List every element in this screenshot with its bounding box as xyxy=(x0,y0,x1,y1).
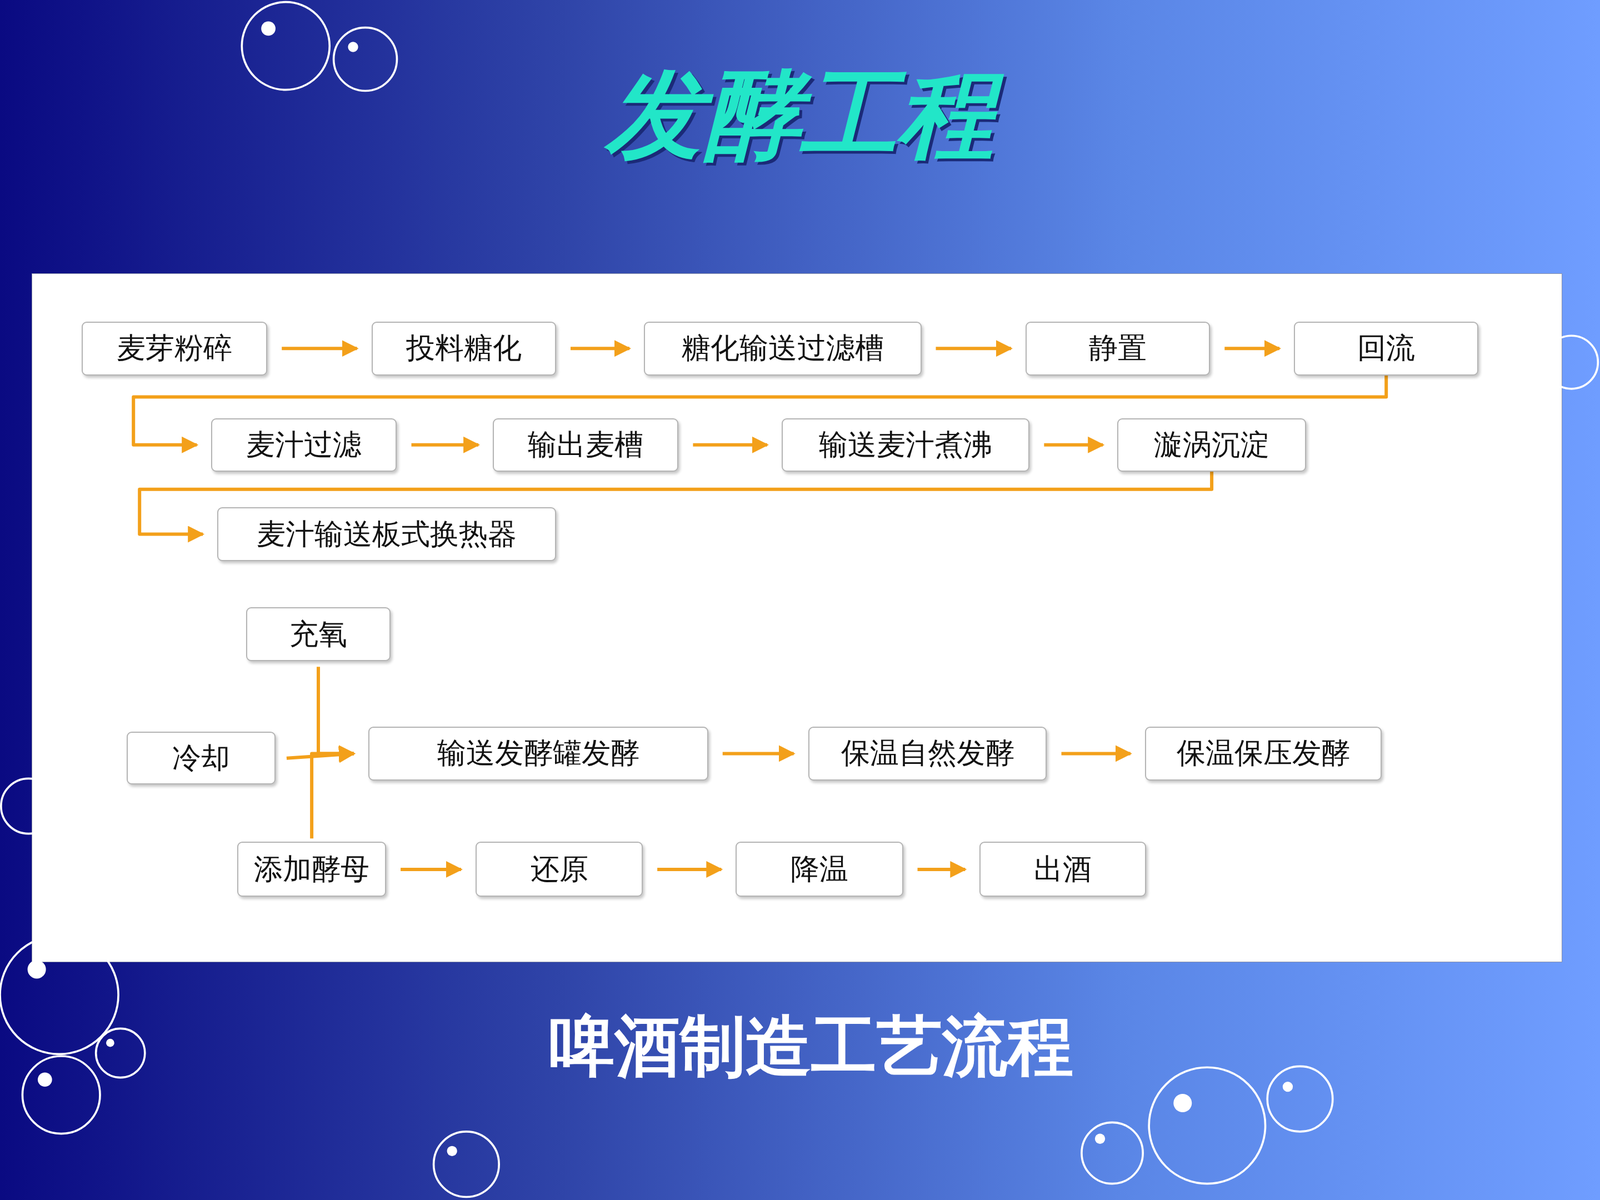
step-label: 回流 xyxy=(1357,328,1415,368)
flow-arrow xyxy=(1061,751,1131,755)
process-box: 保温保压发酵 xyxy=(1145,726,1382,781)
step-label: 降温 xyxy=(790,850,849,889)
process-box: 麦汁过滤 xyxy=(211,418,397,472)
flow-arrow xyxy=(917,867,966,872)
process-box: 回流 xyxy=(1293,321,1479,376)
process-box: 输送麦汁煮沸 xyxy=(781,418,1030,472)
step-label: 麦汁输送板式换热器 xyxy=(256,515,517,554)
flow-arrow xyxy=(311,753,354,839)
step-label: 糖化输送过滤槽 xyxy=(681,328,884,368)
step-label: 麦汁过滤 xyxy=(246,425,362,465)
process-box: 充氧 xyxy=(246,607,392,662)
process-box: 冷却 xyxy=(126,731,276,785)
step-label: 输出麦槽 xyxy=(527,425,644,465)
process-box: 投料糖化 xyxy=(371,321,557,376)
step-label: 添加酵母 xyxy=(253,850,370,889)
step-label: 麦芽粉碎 xyxy=(116,328,233,368)
process-box: 降温 xyxy=(735,841,903,897)
process-box: 糖化输送过滤槽 xyxy=(643,321,922,376)
slide-caption: 啤酒制造工艺流程 xyxy=(0,1002,1600,1092)
process-box: 麦芽粉碎 xyxy=(81,321,268,376)
flow-arrow xyxy=(722,751,794,755)
process-box: 添加酵母 xyxy=(237,841,387,897)
flow-arrow xyxy=(1043,443,1103,447)
flow-arrow xyxy=(1224,346,1280,350)
process-box: 漩涡沉淀 xyxy=(1117,418,1307,472)
flow-arrow xyxy=(318,666,354,754)
process-box: 保温自然发酵 xyxy=(808,726,1048,781)
slide-title: 发酵工程 xyxy=(0,50,1600,182)
step-label: 冷却 xyxy=(172,738,230,778)
process-box: 输出麦槽 xyxy=(492,418,679,472)
process-box: 出酒 xyxy=(979,841,1146,897)
step-label: 保温自然发酵 xyxy=(841,733,1015,773)
step-label: 静置 xyxy=(1088,328,1147,368)
process-box: 输送发酵罐发酵 xyxy=(368,726,709,781)
step-label: 输送麦汁煮沸 xyxy=(818,425,993,465)
flow-arrow xyxy=(936,346,1012,350)
flow-arrow xyxy=(411,443,479,447)
flow-arrow xyxy=(570,346,630,350)
step-label: 投料糖化 xyxy=(406,328,522,368)
flow-arrow xyxy=(692,443,768,447)
step-label: 出酒 xyxy=(1033,850,1092,889)
step-label: 还原 xyxy=(530,850,589,889)
step-label: 输送发酵罐发酵 xyxy=(437,733,640,773)
process-box: 麦汁输送板式换热器 xyxy=(217,507,557,562)
flow-arrow xyxy=(400,867,462,872)
process-box: 静置 xyxy=(1025,321,1210,376)
flow-arrow xyxy=(281,346,357,350)
flow-arrow xyxy=(657,867,722,872)
step-label: 漩涡沉淀 xyxy=(1153,425,1270,465)
step-label: 保温保压发酵 xyxy=(1176,733,1350,773)
process-box: 还原 xyxy=(475,841,643,897)
step-label: 充氧 xyxy=(289,615,348,654)
